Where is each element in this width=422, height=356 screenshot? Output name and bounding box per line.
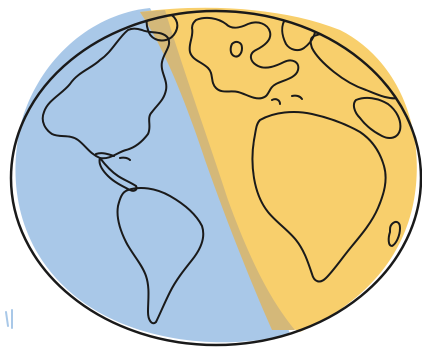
corner-scribble-mark: [6, 310, 12, 328]
